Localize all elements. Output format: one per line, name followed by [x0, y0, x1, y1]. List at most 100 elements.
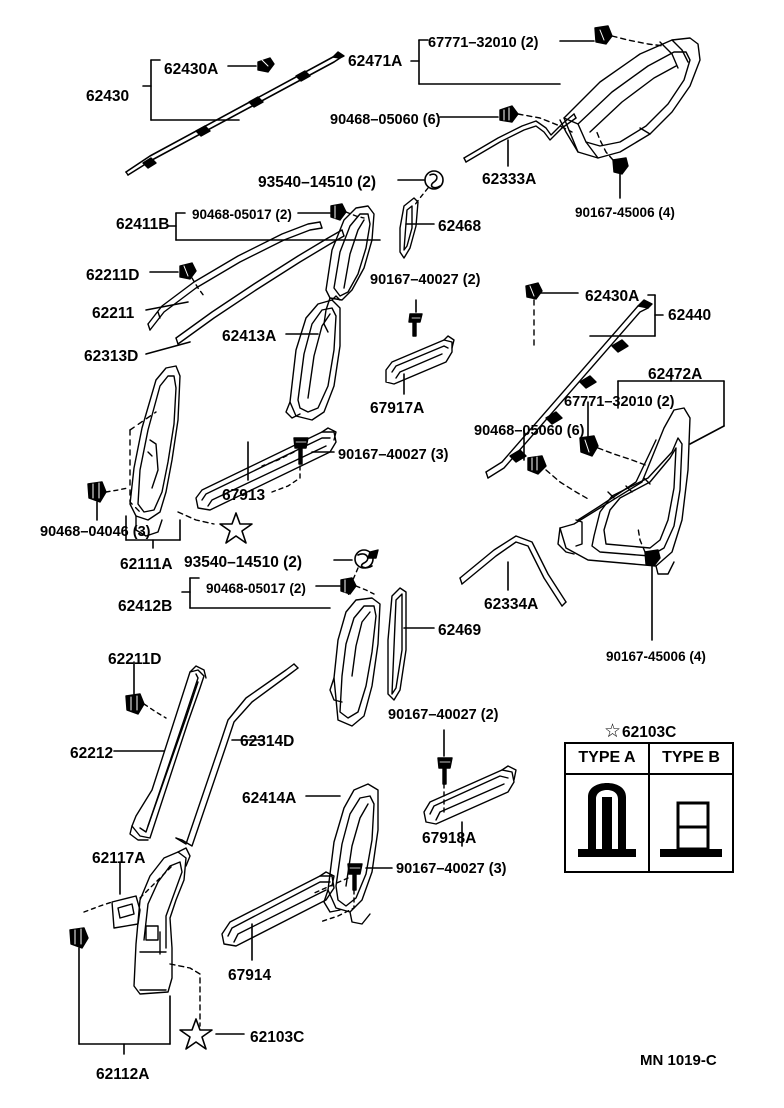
bracket-62412b [181, 577, 331, 609]
label-62411b: 62411B [116, 216, 170, 233]
label-62211d-top: 62211D [86, 267, 140, 284]
part-62413a-garnish [285, 295, 341, 421]
clip-90167-45006-mid [644, 549, 661, 641]
dash-62111a-left [129, 429, 141, 513]
dash-90468-05017-top [345, 211, 365, 219]
screw-90167-40027-mid [293, 437, 309, 465]
label-93540-14510-top: 93540–14510 (2) [258, 174, 377, 191]
star-icon-legend: ☆ [604, 721, 622, 742]
label-93540-14510-mid: 93540–14510 (2) [184, 554, 303, 571]
screw-90167-40027-upper [408, 313, 423, 337]
clip-90468-05017-top [330, 203, 347, 221]
label-67771-32010-top: 67771–32010 (2) [428, 35, 539, 51]
part-67918a-sill [423, 765, 517, 825]
label-90167-45006-top: 90167-45006 (4) [575, 205, 675, 220]
part-62334a-weatherstrip [459, 535, 567, 607]
part-62412b-garnish [329, 597, 381, 727]
label-62413a: 62413A [222, 328, 277, 345]
label-62430a-top: 62430A [164, 61, 219, 78]
dash-90468-05060-mid [545, 469, 591, 501]
part-62212-weatherstrip [129, 665, 207, 841]
clip-62211d-top [179, 262, 197, 280]
part-67913-sill [195, 427, 337, 511]
bracket-62440 [589, 294, 664, 337]
label-62212: 62212 [70, 745, 114, 762]
label-62313d: 62313D [84, 348, 139, 365]
dash-90167-40027-bottom-b [319, 889, 355, 923]
dash-90468-04046 [105, 487, 129, 493]
dash-62112a-left [83, 901, 113, 913]
legend-table-62103c: TYPE A TYPE B [564, 742, 734, 873]
dash-62111a-top [129, 411, 157, 431]
label-62333a: 62333A [482, 171, 537, 188]
screw-90167-40027-bottom [347, 863, 363, 891]
label-67771-32010-mid: 67771–32010 (2) [564, 394, 675, 410]
part-62117a-clip [111, 895, 141, 929]
clip-67771-32010-mid [579, 435, 599, 457]
type-b-clip-icon [660, 801, 722, 857]
clip-90468-04046 [87, 481, 107, 521]
type-a-clip-icon [578, 783, 636, 857]
dash-62112a-star [169, 963, 201, 1027]
dash-90468-05060-top [517, 113, 573, 133]
label-62440: 62440 [668, 307, 712, 324]
part-62414a-garnish [323, 783, 379, 925]
label-62471a: 62471A [348, 53, 403, 70]
dash-62211d-low [143, 703, 167, 719]
label-62472a: 62472A [648, 366, 703, 383]
label-90468-05017-mid: 90468-05017 (2) [206, 581, 306, 596]
legend-header-type-a: TYPE A [566, 744, 650, 775]
bracket-62430 [142, 59, 240, 121]
label-90167-40027-low: 90167–40027 (2) [388, 707, 499, 723]
diagram-code: MN 1019-C [640, 1052, 717, 1069]
star-callout-62111a [219, 512, 253, 544]
part-62333a-weatherstrip [463, 113, 577, 163]
bracket-62471a [410, 39, 561, 85]
label-62112a: 62112A [96, 1066, 150, 1083]
label-62469: 62469 [438, 622, 482, 639]
label-90167-40027-upper: 90167–40027 (2) [370, 272, 481, 288]
clip-90468-05060-top [499, 105, 519, 123]
clip-90468-05017-mid [340, 577, 357, 595]
label-67914: 67914 [228, 967, 272, 984]
clip-62211d-low [125, 693, 145, 715]
dash-star-62111a [177, 511, 215, 525]
label-62111a: 62111A [120, 556, 173, 573]
legend-cell-type-a [566, 775, 650, 871]
label-90167-40027-mid: 90167–40027 (3) [338, 447, 449, 463]
part-62313d-weatherstrip [175, 229, 345, 345]
label-62468: 62468 [438, 218, 482, 235]
bracket-62411b [167, 212, 381, 241]
part-67914-sill [221, 871, 335, 947]
dash-93540-to-62468 [413, 187, 429, 207]
bracket-62111a [125, 515, 181, 549]
dash-67771-32010-mid [597, 447, 649, 467]
dash-90167-40027-mid-a [261, 451, 295, 467]
label-90468-05017-top: 90468-05017 (2) [192, 207, 292, 222]
label-62211d-low: 62211D [108, 651, 162, 668]
part-62111a-pillar [129, 365, 181, 537]
part-62430-moulding [125, 51, 345, 176]
screw-93540-14510-top [424, 170, 444, 190]
clip-62112a-left [69, 927, 89, 949]
label-90468-05060-top: 90468–05060 (6) [330, 112, 441, 128]
dash-90167-40027-bottom-a [311, 877, 349, 895]
bracket-62112a [78, 947, 171, 1055]
part-62471a-garnish [559, 37, 701, 159]
screw-93540-14510-mid [354, 549, 379, 569]
part-62314d-weatherstrip [175, 663, 299, 847]
screw-90167-40027-low [437, 757, 453, 785]
label-90468-04046: 90468–04046 (3) [40, 524, 151, 540]
bracket-62472a [617, 372, 725, 445]
leader-62313d [145, 341, 191, 355]
part-62469-trim [387, 587, 407, 701]
part-62411b-garnish [323, 205, 375, 333]
label-90167-45006-mid: 90167-45006 (4) [606, 649, 706, 664]
label-62103c-callout: 62103C [250, 1029, 305, 1046]
dash-90167-45006-mid [637, 527, 646, 553]
dash-67771-to-garnish [611, 35, 665, 47]
legend-title: ☆ [604, 720, 621, 743]
label-62412b: 62412B [118, 598, 173, 615]
